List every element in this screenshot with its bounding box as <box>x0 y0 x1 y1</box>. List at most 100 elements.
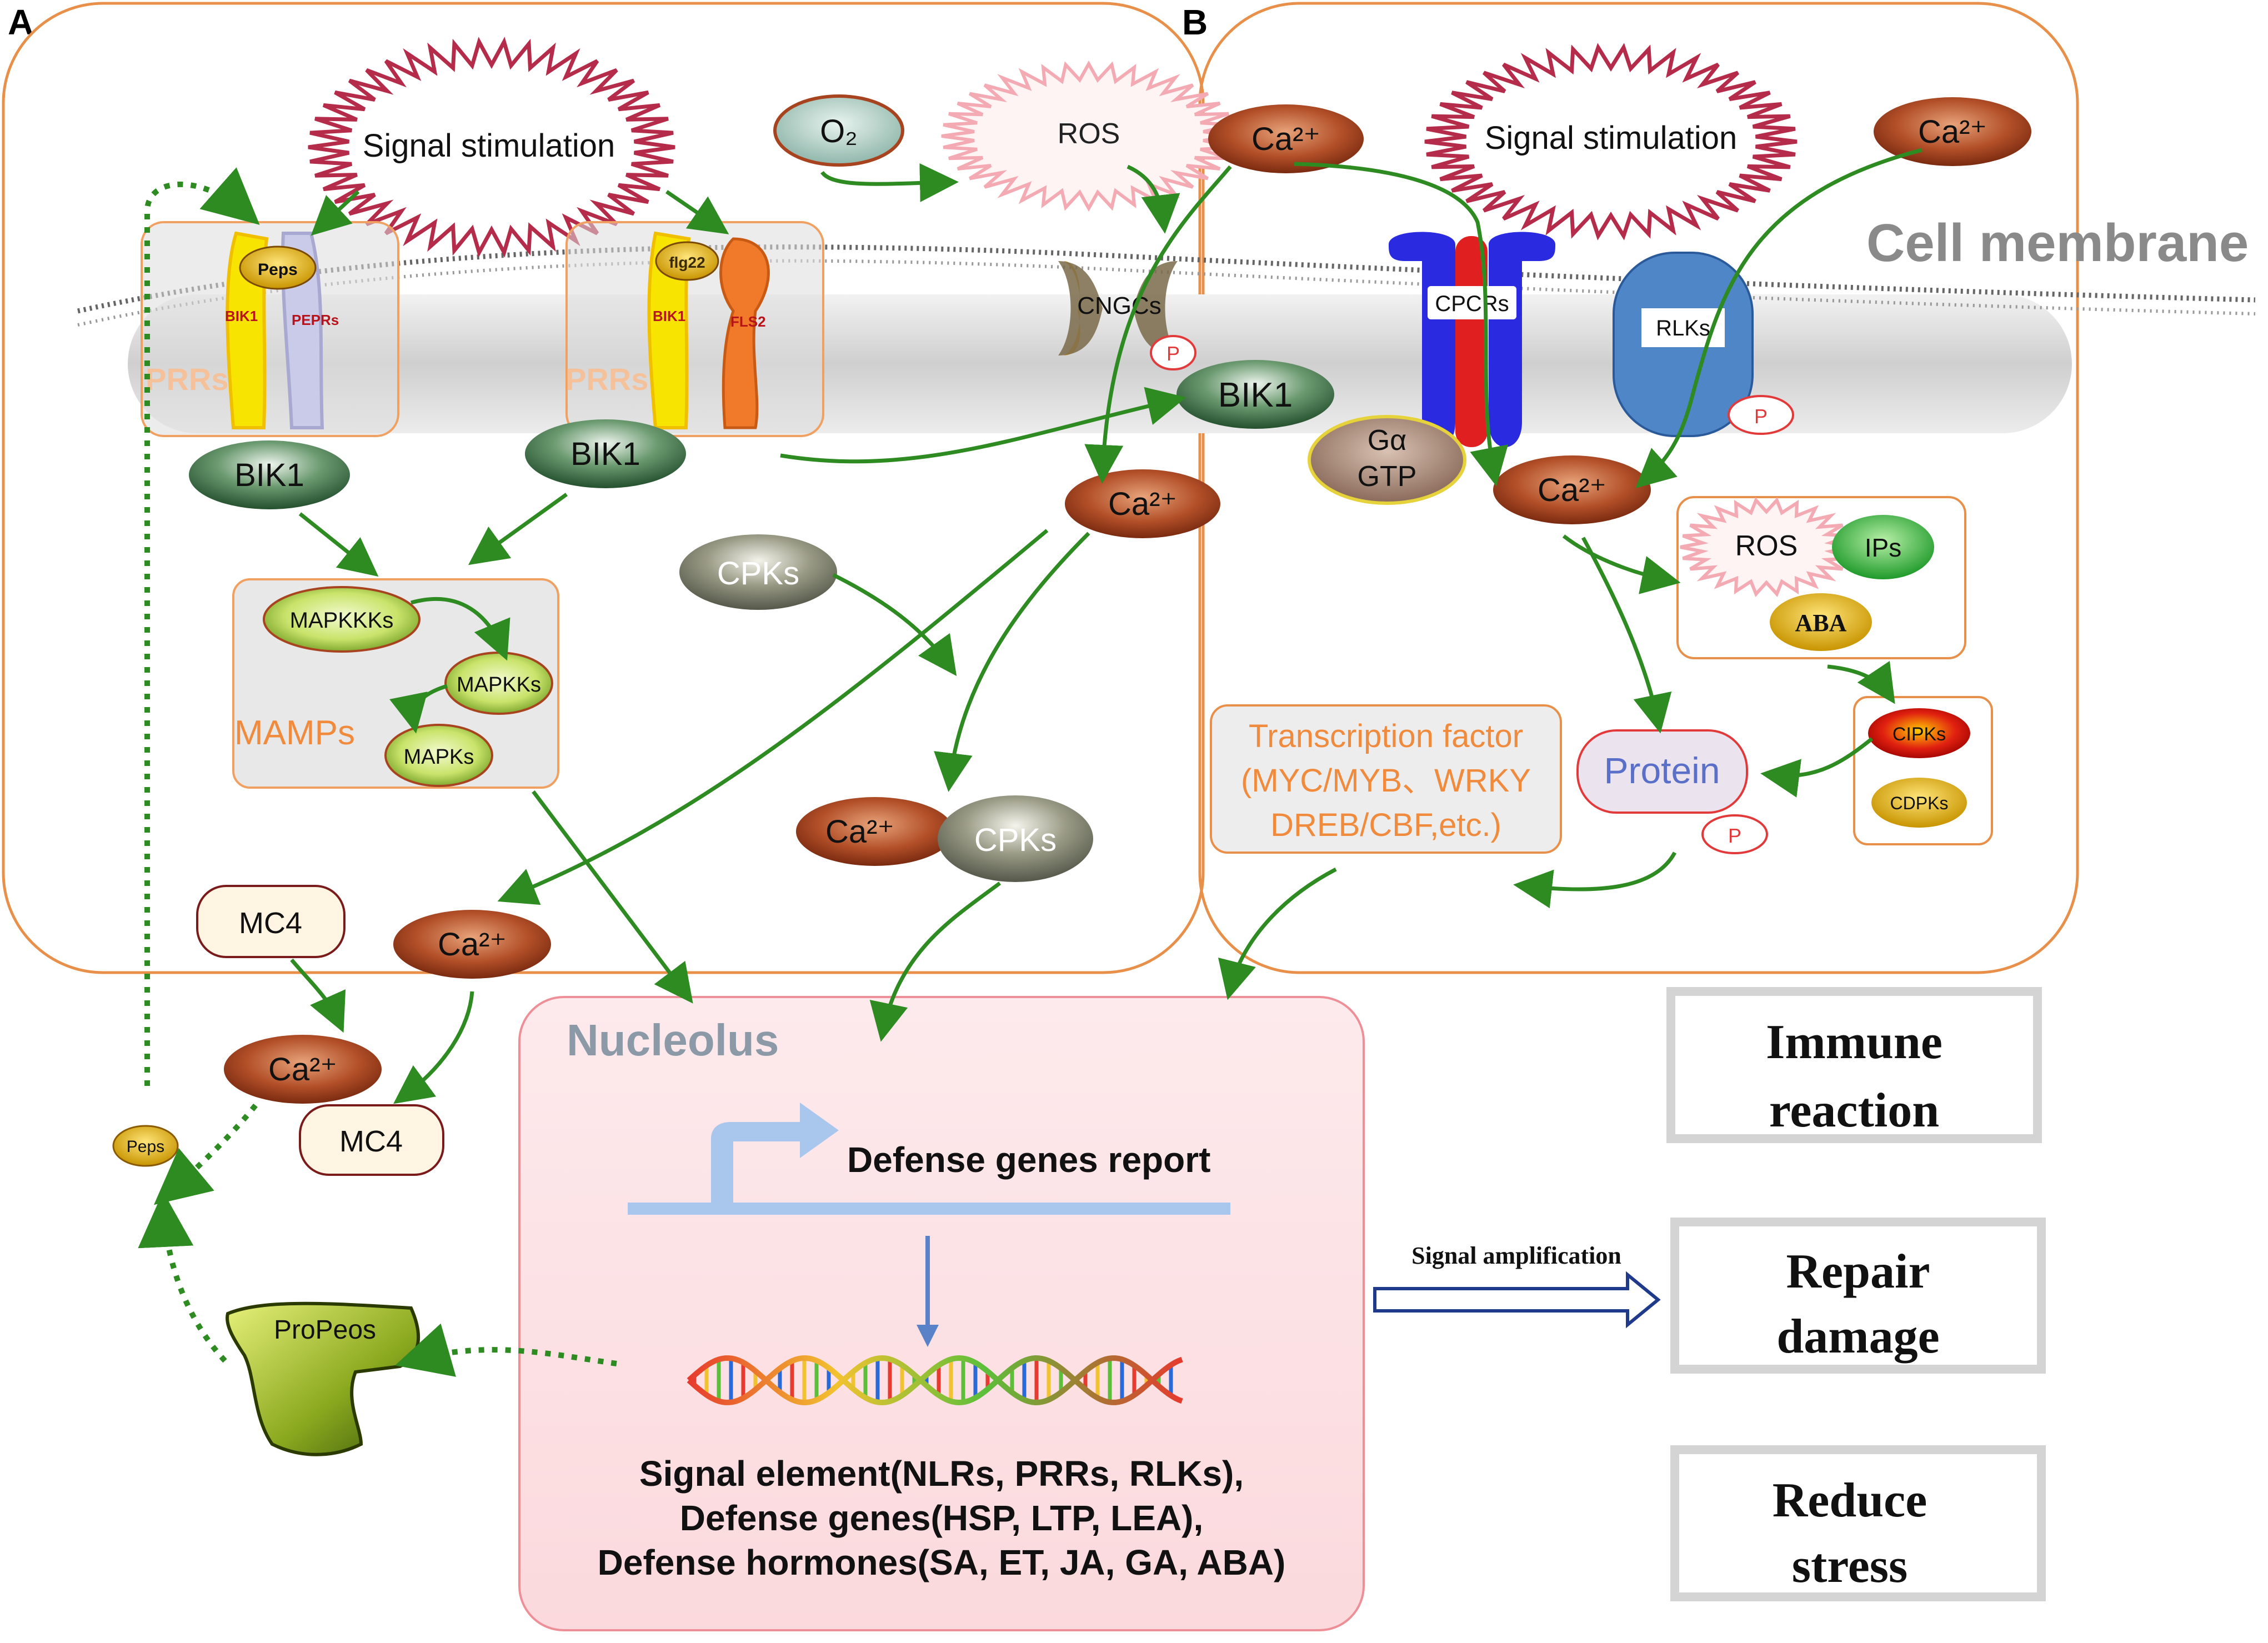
cpks-top <box>679 534 837 610</box>
mapkkks-label: MAPKKKs <box>290 608 394 633</box>
arrow-bik1-to-mapk-right <box>468 493 568 565</box>
dna-strand <box>687 1355 1183 1406</box>
transcription-factor-box <box>1210 704 1562 854</box>
bik1-left-label: BIK1 <box>234 457 304 493</box>
p-badge-protein <box>1701 814 1768 854</box>
ca-top-b-left <box>1208 104 1364 173</box>
ros-top-label: ROS <box>1058 118 1120 150</box>
promoter-arrow <box>711 1103 839 1203</box>
arrow-ca-b-to-ca-cyto <box>1294 162 1509 487</box>
cdpks-label: CDPKs <box>1890 793 1949 813</box>
tf-line-2: (MYC/MYB、WRKY <box>1241 763 1531 799</box>
arrow-ca-free-to-mc4 <box>393 991 474 1104</box>
transcription-arrow-head <box>917 1325 939 1347</box>
ca-cytosol-a-label: Ca²⁺ <box>1108 486 1177 522</box>
bik1-mid <box>525 419 686 488</box>
p-badge-rlk-label: P <box>1754 405 1768 428</box>
mc4-top-label: MC4 <box>239 906 302 940</box>
bik1-mid-label: BIK1 <box>570 436 640 472</box>
output-line-2: Defense genes(HSP, LTP, LEA), <box>680 1498 1204 1538</box>
arrow-ca-to-secondary <box>1562 534 1681 594</box>
arrow-ca-to-ca-mc4 <box>497 529 1049 905</box>
gtp-label: GTP <box>1358 460 1417 493</box>
gpcrs-label: CPCRs <box>1435 292 1509 316</box>
p-badge-rlk <box>1728 395 1794 435</box>
mapks <box>384 724 493 787</box>
arrow-stim-to-flg22 <box>665 190 729 234</box>
mapkkks <box>263 586 420 653</box>
arrow-secondary-to-kinases <box>1827 660 1895 704</box>
outcome-reduce-stress: Reduce stress <box>1670 1445 2046 1601</box>
o2-molecule <box>773 94 904 167</box>
p-badge-protein-label: P <box>1728 824 1741 847</box>
output-line-1: Signal element(NLRs, PRRs, RLKs), <box>639 1454 1244 1494</box>
outcome-repair-line-1: Repair <box>1786 1245 1930 1299</box>
outcome-immune-line-2: reaction <box>1769 1084 1939 1138</box>
dotted-propeps-to-peps <box>138 1191 227 1363</box>
mc4-complex <box>299 1104 444 1176</box>
dotted-ca-to-peps <box>153 1103 258 1205</box>
ips-label: IPs <box>1865 533 1901 562</box>
outcome-reduce-line-1: Reduce <box>1773 1474 1927 1527</box>
arrow-protein-to-tf <box>1513 851 1677 909</box>
arrow-mc4-to-complex <box>290 958 346 1033</box>
cpks-top-label: CPKs <box>717 555 799 592</box>
arrow-mapkkk-to-mapkk <box>410 597 510 661</box>
outcome-repair-line-2: damage <box>1776 1310 1939 1364</box>
ros-b-label: ROS <box>1735 530 1798 562</box>
cdpks <box>1871 778 1967 828</box>
arrow-o2-to-ros <box>820 163 959 202</box>
mamps-label: MAMPs <box>234 714 355 752</box>
dotted-peps-feedback <box>144 167 260 1086</box>
ca-mc4-free-label: Ca²⁺ <box>438 926 507 963</box>
bik1-right <box>1176 360 1334 429</box>
peps-ligand-label: Peps <box>258 261 298 279</box>
defense-genes-report: Defense genes report <box>847 1140 1210 1180</box>
signal-stimulation-b-label: Signal stimulation <box>1485 120 1738 156</box>
tf-line-1: Transcription factor <box>1249 718 1523 754</box>
ros-burst-b <box>1680 497 1853 597</box>
prrs-label-2: PRRs <box>565 362 648 397</box>
arrow-mapk-to-nucleolus <box>532 790 693 1004</box>
ca-cpks-pair <box>796 797 954 866</box>
arrow-bik1-to-bik1 <box>780 387 1186 464</box>
mc4-top <box>196 885 346 958</box>
ips-molecule <box>1832 515 1934 579</box>
aba-label: ABA <box>1795 609 1847 637</box>
propeps-label: ProPeos <box>274 1315 376 1345</box>
cpks-bottom-label: CPKs <box>974 822 1057 858</box>
bik1-small-label-1: BIK1 <box>225 308 258 324</box>
pepr-label: PEPRs <box>292 312 339 328</box>
gpcrs-receptor: CPCRs <box>1389 232 1555 447</box>
ca-complex <box>224 1035 382 1104</box>
ca-cytosol-b <box>1493 455 1651 524</box>
p-badge-cngc-label: P <box>1166 342 1180 365</box>
nucleolus-label: Nucleolus <box>567 1015 779 1065</box>
arrow-ca-b-right-to-ca-cyto <box>1635 148 1922 489</box>
arrow-mapkk-to-mapk <box>389 684 448 734</box>
dotted-arrows <box>138 167 617 1377</box>
bik1-small-label-2: BIK1 <box>653 308 685 324</box>
o2-label: O₂ <box>820 113 858 149</box>
signal-stimulation-b: Signal stimulation <box>1424 43 1798 241</box>
cipks <box>1868 708 1970 758</box>
ca-cytosol-a <box>1065 469 1220 538</box>
flg22-label: flg22 <box>669 254 705 271</box>
ca-top-b-left-label: Ca²⁺ <box>1251 121 1320 157</box>
signal-amplification-label: Signal amplification <box>1411 1242 1621 1269</box>
ca-complex-label: Ca²⁺ <box>268 1051 337 1088</box>
galpha-label: Gα <box>1368 424 1407 457</box>
arrow-bik1-to-mapk-left <box>298 512 379 577</box>
signal-stimulation-a: Signal stimulation <box>308 37 675 258</box>
arrow-stim-to-peps <box>311 190 360 236</box>
mapkks-label: MAPKKs <box>457 673 541 697</box>
propeps-shape <box>226 1301 420 1456</box>
flg22-ligand <box>655 241 719 281</box>
fls2-receptor <box>719 237 770 429</box>
prrs-label-1: PRRs <box>146 362 228 397</box>
outcome-reduce-line-2: stress <box>1792 1539 1908 1593</box>
bik1-left <box>189 440 350 509</box>
kinases-box <box>1853 696 1993 845</box>
dna-strand <box>687 1355 1183 1406</box>
